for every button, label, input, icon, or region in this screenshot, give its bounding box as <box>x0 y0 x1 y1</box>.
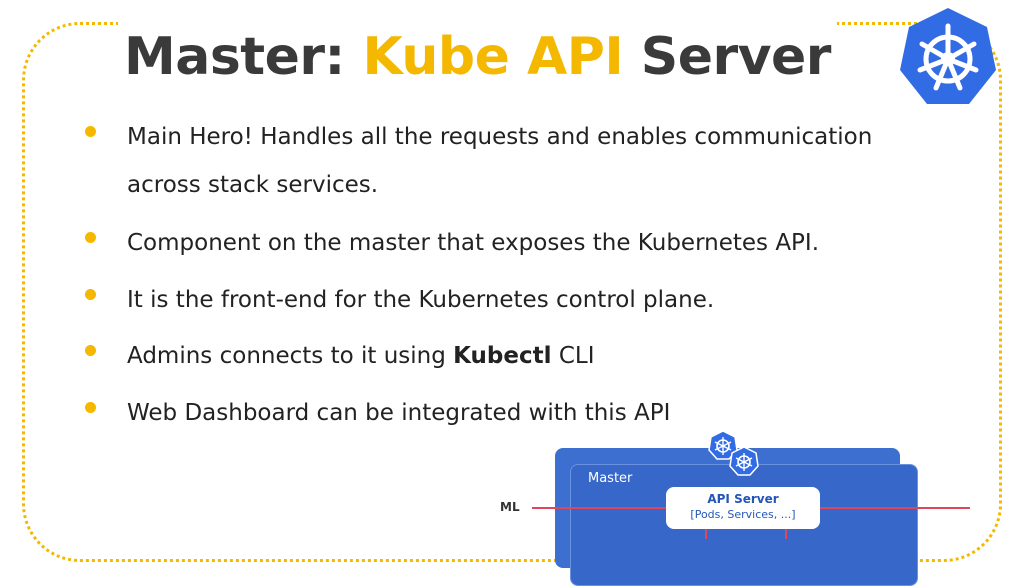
bullet-text: Web Dashboard can be integrated with thi… <box>127 400 671 426</box>
bullet-text: It is the front-end for the Kubernetes c… <box>127 287 715 313</box>
down-line <box>785 529 787 539</box>
request-line <box>532 507 666 509</box>
kubernetes-logo-icon <box>900 8 996 104</box>
bullet-dot-icon <box>85 126 96 137</box>
bullet-dot-icon <box>85 232 96 243</box>
slide-title: Master: Kube API Server <box>118 22 837 92</box>
title-prefix: Master: <box>124 27 363 87</box>
down-line <box>705 529 707 539</box>
api-server-subtitle: [Pods, Services, ...] <box>690 508 796 521</box>
bullet-text: Main Hero! Handles all the requests and … <box>127 124 873 198</box>
outgoing-line <box>820 507 970 509</box>
api-server-box: API Server [Pods, Services, ...] <box>666 487 820 529</box>
bullet-dot-icon <box>85 345 96 356</box>
title-suffix: Server <box>623 27 832 87</box>
kubernetes-small-icon <box>729 446 759 476</box>
kubectl-bold: Kubectl <box>453 343 552 369</box>
ml-label: ML <box>500 500 520 514</box>
api-server-title: API Server <box>707 492 779 506</box>
bullet-dot-icon <box>85 402 96 413</box>
bullet-dot-icon <box>85 289 96 300</box>
kubernetes-small-icon <box>708 430 738 460</box>
bullet-text: Admins connects to it using Kubectl CLI <box>127 343 595 369</box>
architecture-diagram: Master API Server [Pods, Services, ...] … <box>500 428 970 586</box>
master-node-label: Master <box>588 471 633 486</box>
bullet-text: Component on the master that exposes the… <box>127 230 820 256</box>
title-accent: Kube API <box>362 27 624 87</box>
